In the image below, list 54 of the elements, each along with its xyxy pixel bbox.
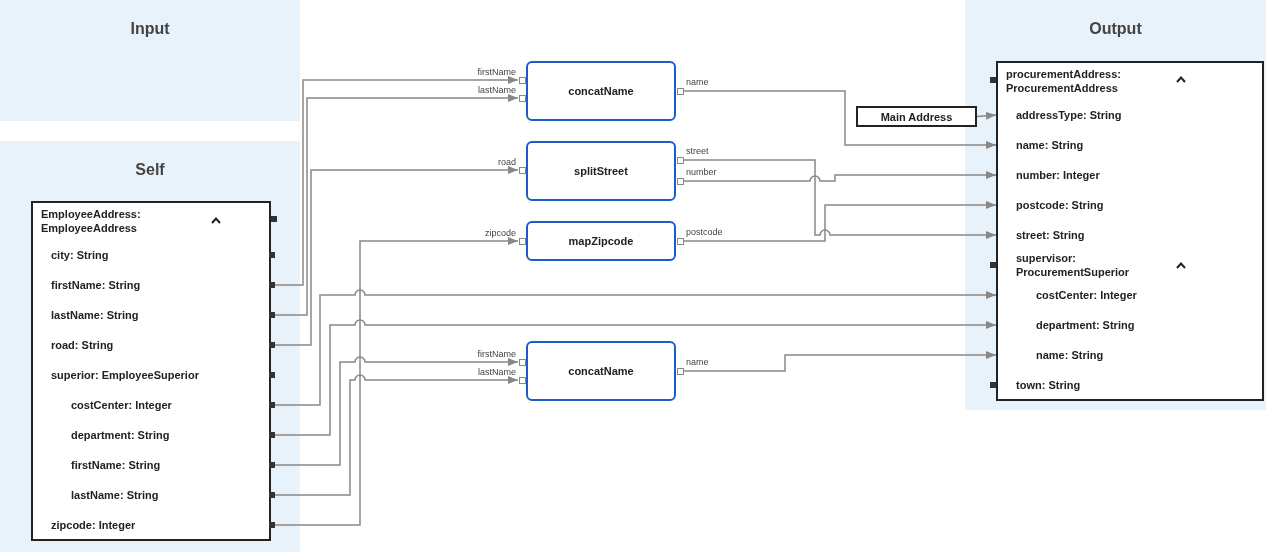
connector-arrow: [683, 171, 997, 182]
field-label: town: String: [1016, 378, 1081, 392]
class-heading: EmployeeAddress: EmployeeAddress: [41, 207, 142, 235]
field-label: supervisor: ProcurementSuperior: [1016, 251, 1131, 279]
field-label: lastName: String: [51, 308, 139, 322]
connector-arrow: [274, 374, 519, 496]
field-label: firstName: String: [51, 278, 141, 292]
field-label: name: String: [1016, 138, 1084, 152]
port-label: firstName: [477, 349, 516, 360]
panel: [965, 0, 1266, 410]
port-label: lastName: [478, 367, 516, 378]
field-label: firstName: String: [71, 458, 161, 472]
connector-arrow: [274, 94, 519, 316]
class-heading: procurementAddress: ProcurementAddress: [1006, 67, 1122, 95]
constant-box: Main Address: [856, 106, 977, 127]
field-label: department: String: [1036, 318, 1135, 332]
panel: [0, 141, 300, 552]
field-label: superior: EmployeeSuperior: [51, 368, 199, 382]
field-label: city: String: [51, 248, 109, 262]
port-label: lastName: [478, 85, 516, 96]
field-label: lastName: String: [71, 488, 159, 502]
connector-arrow: [274, 237, 519, 526]
port-label: firstName: [477, 67, 516, 78]
field-label: costCenter: Integer: [71, 398, 172, 412]
field-label: street: String: [1016, 228, 1085, 242]
field-label: road: String: [51, 338, 114, 352]
field-label: department: String: [71, 428, 170, 442]
port-label: name: [686, 77, 709, 88]
port-label: zipcode: [484, 228, 516, 239]
field-label: zipcode: Integer: [51, 518, 136, 532]
port-label: postcode: [686, 227, 723, 238]
port-label: street: [686, 146, 709, 157]
connector-arrow: [274, 289, 997, 406]
connector-arrow: [274, 76, 519, 286]
connector-arrow: [683, 201, 997, 242]
connector-arrow: [274, 356, 519, 466]
connector-arrow: [976, 111, 997, 120]
port-label: road: [498, 157, 516, 168]
field-label: number: Integer: [1016, 168, 1100, 182]
panel-title: Self: [134, 161, 166, 179]
connector-arrow: [683, 159, 997, 239]
panel-title: Input: [129, 20, 171, 38]
port-label: name: [686, 357, 709, 368]
field-label: name: String: [1036, 348, 1104, 362]
field-label: addressType: String: [1016, 108, 1122, 122]
connector-arrow: [683, 351, 997, 372]
field-label: costCenter: Integer: [1036, 288, 1137, 302]
connector-arrow: [274, 319, 997, 436]
connector-arrow: [683, 90, 997, 149]
class-box: [996, 61, 1264, 401]
panel-title: Output: [1088, 20, 1143, 38]
field-label: postcode: String: [1016, 198, 1104, 212]
port-label: number: [686, 167, 717, 178]
connector-arrow: [274, 166, 519, 346]
